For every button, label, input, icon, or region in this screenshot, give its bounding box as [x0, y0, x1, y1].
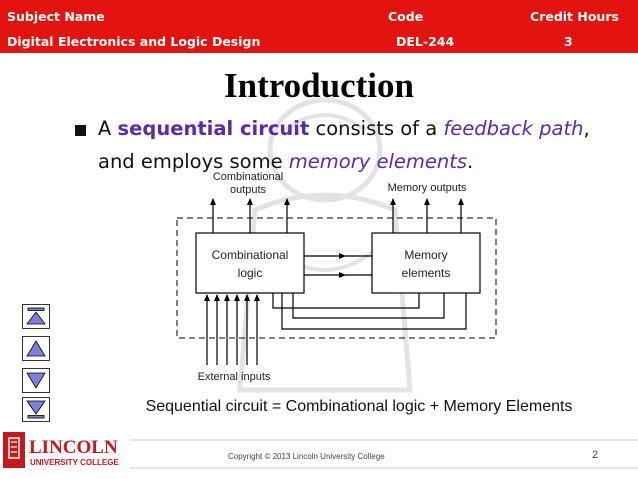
next-slide-icon: [26, 372, 46, 389]
memory-elements-label-1: Memory: [404, 248, 447, 262]
next-slide-button[interactable]: [22, 368, 50, 393]
watermark-figure: [237, 97, 413, 393]
term-memory-elements: memory elements: [288, 150, 468, 173]
course-header: Subject Name Code Credit Hours Digital E…: [0, 0, 638, 53]
subject-name-value: Digital Electronics and Logic Design: [7, 34, 261, 49]
keyword-sequential-circuit: sequential circuit: [117, 117, 310, 140]
copyright-text: Copyright © 2013 Lincoln University Coll…: [228, 452, 385, 461]
bullet-text-part: A: [98, 117, 118, 140]
last-slide-icon: [26, 400, 46, 415]
subject-name-label: Subject Name: [7, 9, 105, 24]
combinational-output-arrows: [210, 198, 290, 233]
previous-slide-button[interactable]: [22, 336, 50, 361]
memory-elements-box: [371, 232, 481, 294]
combinational-logic-label-1: Combinational: [212, 248, 289, 262]
footer-band: [0, 424, 638, 479]
feedback-paths: [272, 293, 467, 330]
combinational-logic-box: [195, 232, 305, 294]
page-number: 2: [592, 449, 599, 461]
memory-output-arrows: [390, 198, 464, 233]
last-slide-button[interactable]: [22, 397, 50, 422]
comb-to-memory-arrows: [304, 253, 372, 278]
code-value: DEL-244: [396, 34, 455, 49]
credit-hours-label: Credit Hours: [530, 9, 619, 24]
bullet-text-part: consists of a: [309, 117, 444, 140]
first-slide-icon: [27, 307, 45, 311]
external-input-arrows: [204, 294, 260, 365]
first-slide-button[interactable]: [22, 304, 50, 329]
credit-hours-value: 3: [564, 34, 573, 49]
external-inputs-label: External inputs: [198, 371, 271, 383]
equation-caption: Sequential circuit = Combinational logic…: [145, 398, 573, 415]
previous-slide-icon: [26, 340, 46, 357]
memory-outputs-label: Memory outputs: [388, 182, 467, 194]
logo-text-top: LINCOLN: [29, 437, 118, 458]
combinational-outputs-label-1: Combinational: [213, 171, 283, 183]
bullet-text-part: , and employs some: [98, 117, 590, 173]
slide-title: Introduction: [224, 66, 414, 105]
code-label: Code: [388, 9, 424, 24]
logo-text-bottom: UNIVERSITY COLLEGE: [30, 458, 119, 467]
bullet-text: A sequential circuit consists of a feedb…: [98, 112, 618, 178]
combinational-logic-label-2: logic: [238, 266, 263, 280]
combinational-outputs-label-2: outputs: [230, 184, 267, 196]
bullet-square-icon: [75, 125, 86, 136]
term-feedback-path: feedback path: [443, 117, 584, 140]
bullet-text-part: .: [467, 150, 474, 173]
memory-elements-label-2: elements: [402, 266, 451, 280]
lincoln-university-logo: LINCOLN UNIVERSITY COLLEGE: [3, 432, 119, 468]
